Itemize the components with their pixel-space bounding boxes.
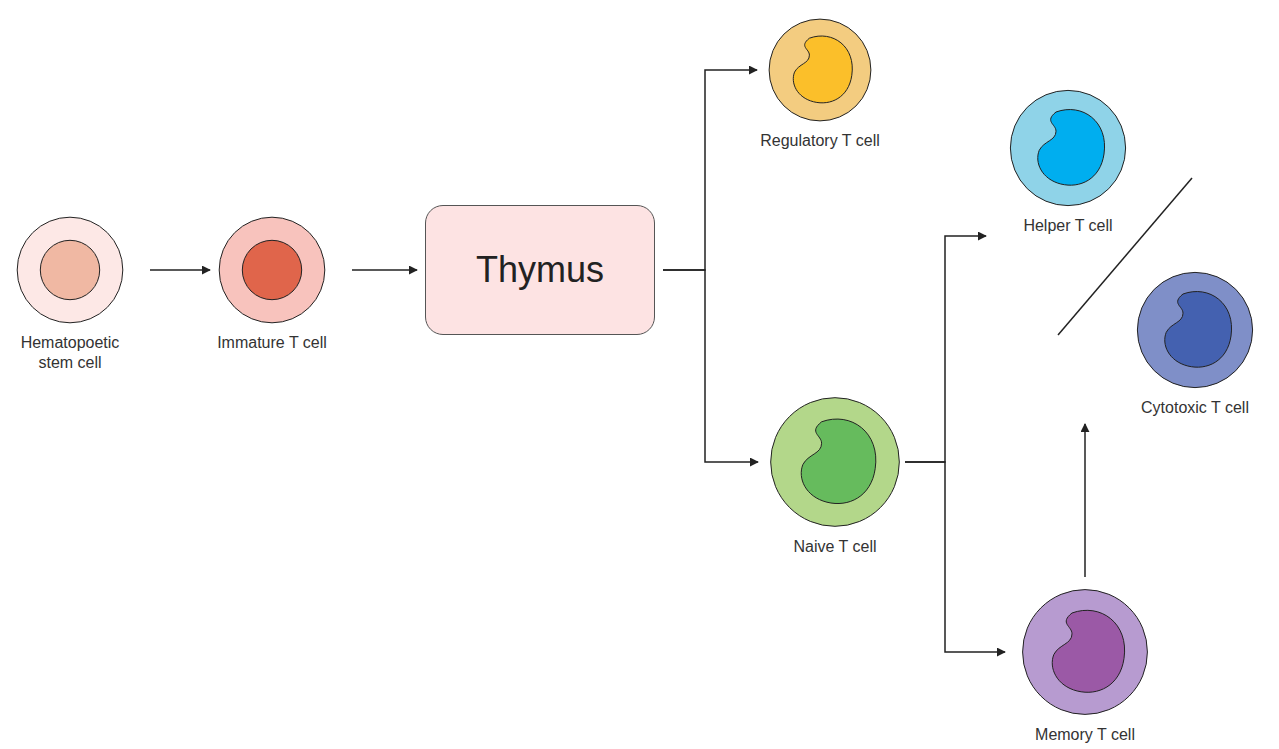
- arrow-connector: [663, 70, 757, 270]
- cell-shape: [768, 395, 902, 529]
- cell-label: Regulatory T cell: [735, 131, 905, 151]
- cell-shape: [1135, 270, 1255, 390]
- cell-circle: Helper T cell: [1008, 88, 1128, 208]
- cell-membrane: [17, 217, 123, 323]
- cell-circle: Memory T cell: [1020, 587, 1150, 717]
- cell-label: Naive T cell: [765, 537, 905, 557]
- cell-nucleus: [242, 240, 301, 299]
- cell-circle: Hematopoetic stem cell: [15, 215, 125, 325]
- organ-name: Thymus: [476, 249, 604, 291]
- arrow-connector: [352, 269, 417, 271]
- cell-label: Hematopoetic stem cell: [8, 333, 132, 373]
- organ-box: Thymus: [425, 205, 655, 335]
- cell-circle: Regulatory T cell: [767, 17, 873, 123]
- cell-label: Memory T cell: [1010, 725, 1160, 745]
- arrow-connector: [150, 269, 210, 271]
- cell-shape: [217, 215, 327, 325]
- arrow-connector: [905, 236, 986, 462]
- cell-membrane: [769, 19, 871, 121]
- cell-shape: [1020, 587, 1150, 717]
- arrow-connector: [663, 270, 758, 462]
- cell-membrane: [1023, 590, 1148, 715]
- cell-membrane: [1137, 272, 1252, 387]
- cell-shape: [767, 17, 873, 123]
- cell-label: Helper T cell: [998, 216, 1138, 236]
- cell-label: Immature T cell: [197, 333, 347, 353]
- arrow-connector: [905, 462, 1005, 652]
- cell-membrane: [1010, 90, 1125, 205]
- cell-shape: [15, 215, 125, 325]
- cell-nucleus: [1052, 610, 1124, 692]
- arrow-connector: [1084, 424, 1086, 577]
- cell-membrane: [219, 217, 325, 323]
- cell-label: Cytotoxic T cell: [1120, 398, 1270, 418]
- cell-nucleus: [793, 36, 852, 103]
- cell-shape: [1008, 88, 1128, 208]
- cell-circle: Naive T cell: [768, 395, 902, 529]
- cell-nucleus: [40, 240, 99, 299]
- cell-nucleus: [1038, 110, 1105, 186]
- cell-membrane: [771, 398, 900, 527]
- cell-nucleus: [801, 419, 876, 504]
- cell-circle: Immature T cell: [217, 215, 327, 325]
- cell-nucleus: [1165, 292, 1232, 368]
- cell-circle: Cytotoxic T cell: [1135, 270, 1255, 390]
